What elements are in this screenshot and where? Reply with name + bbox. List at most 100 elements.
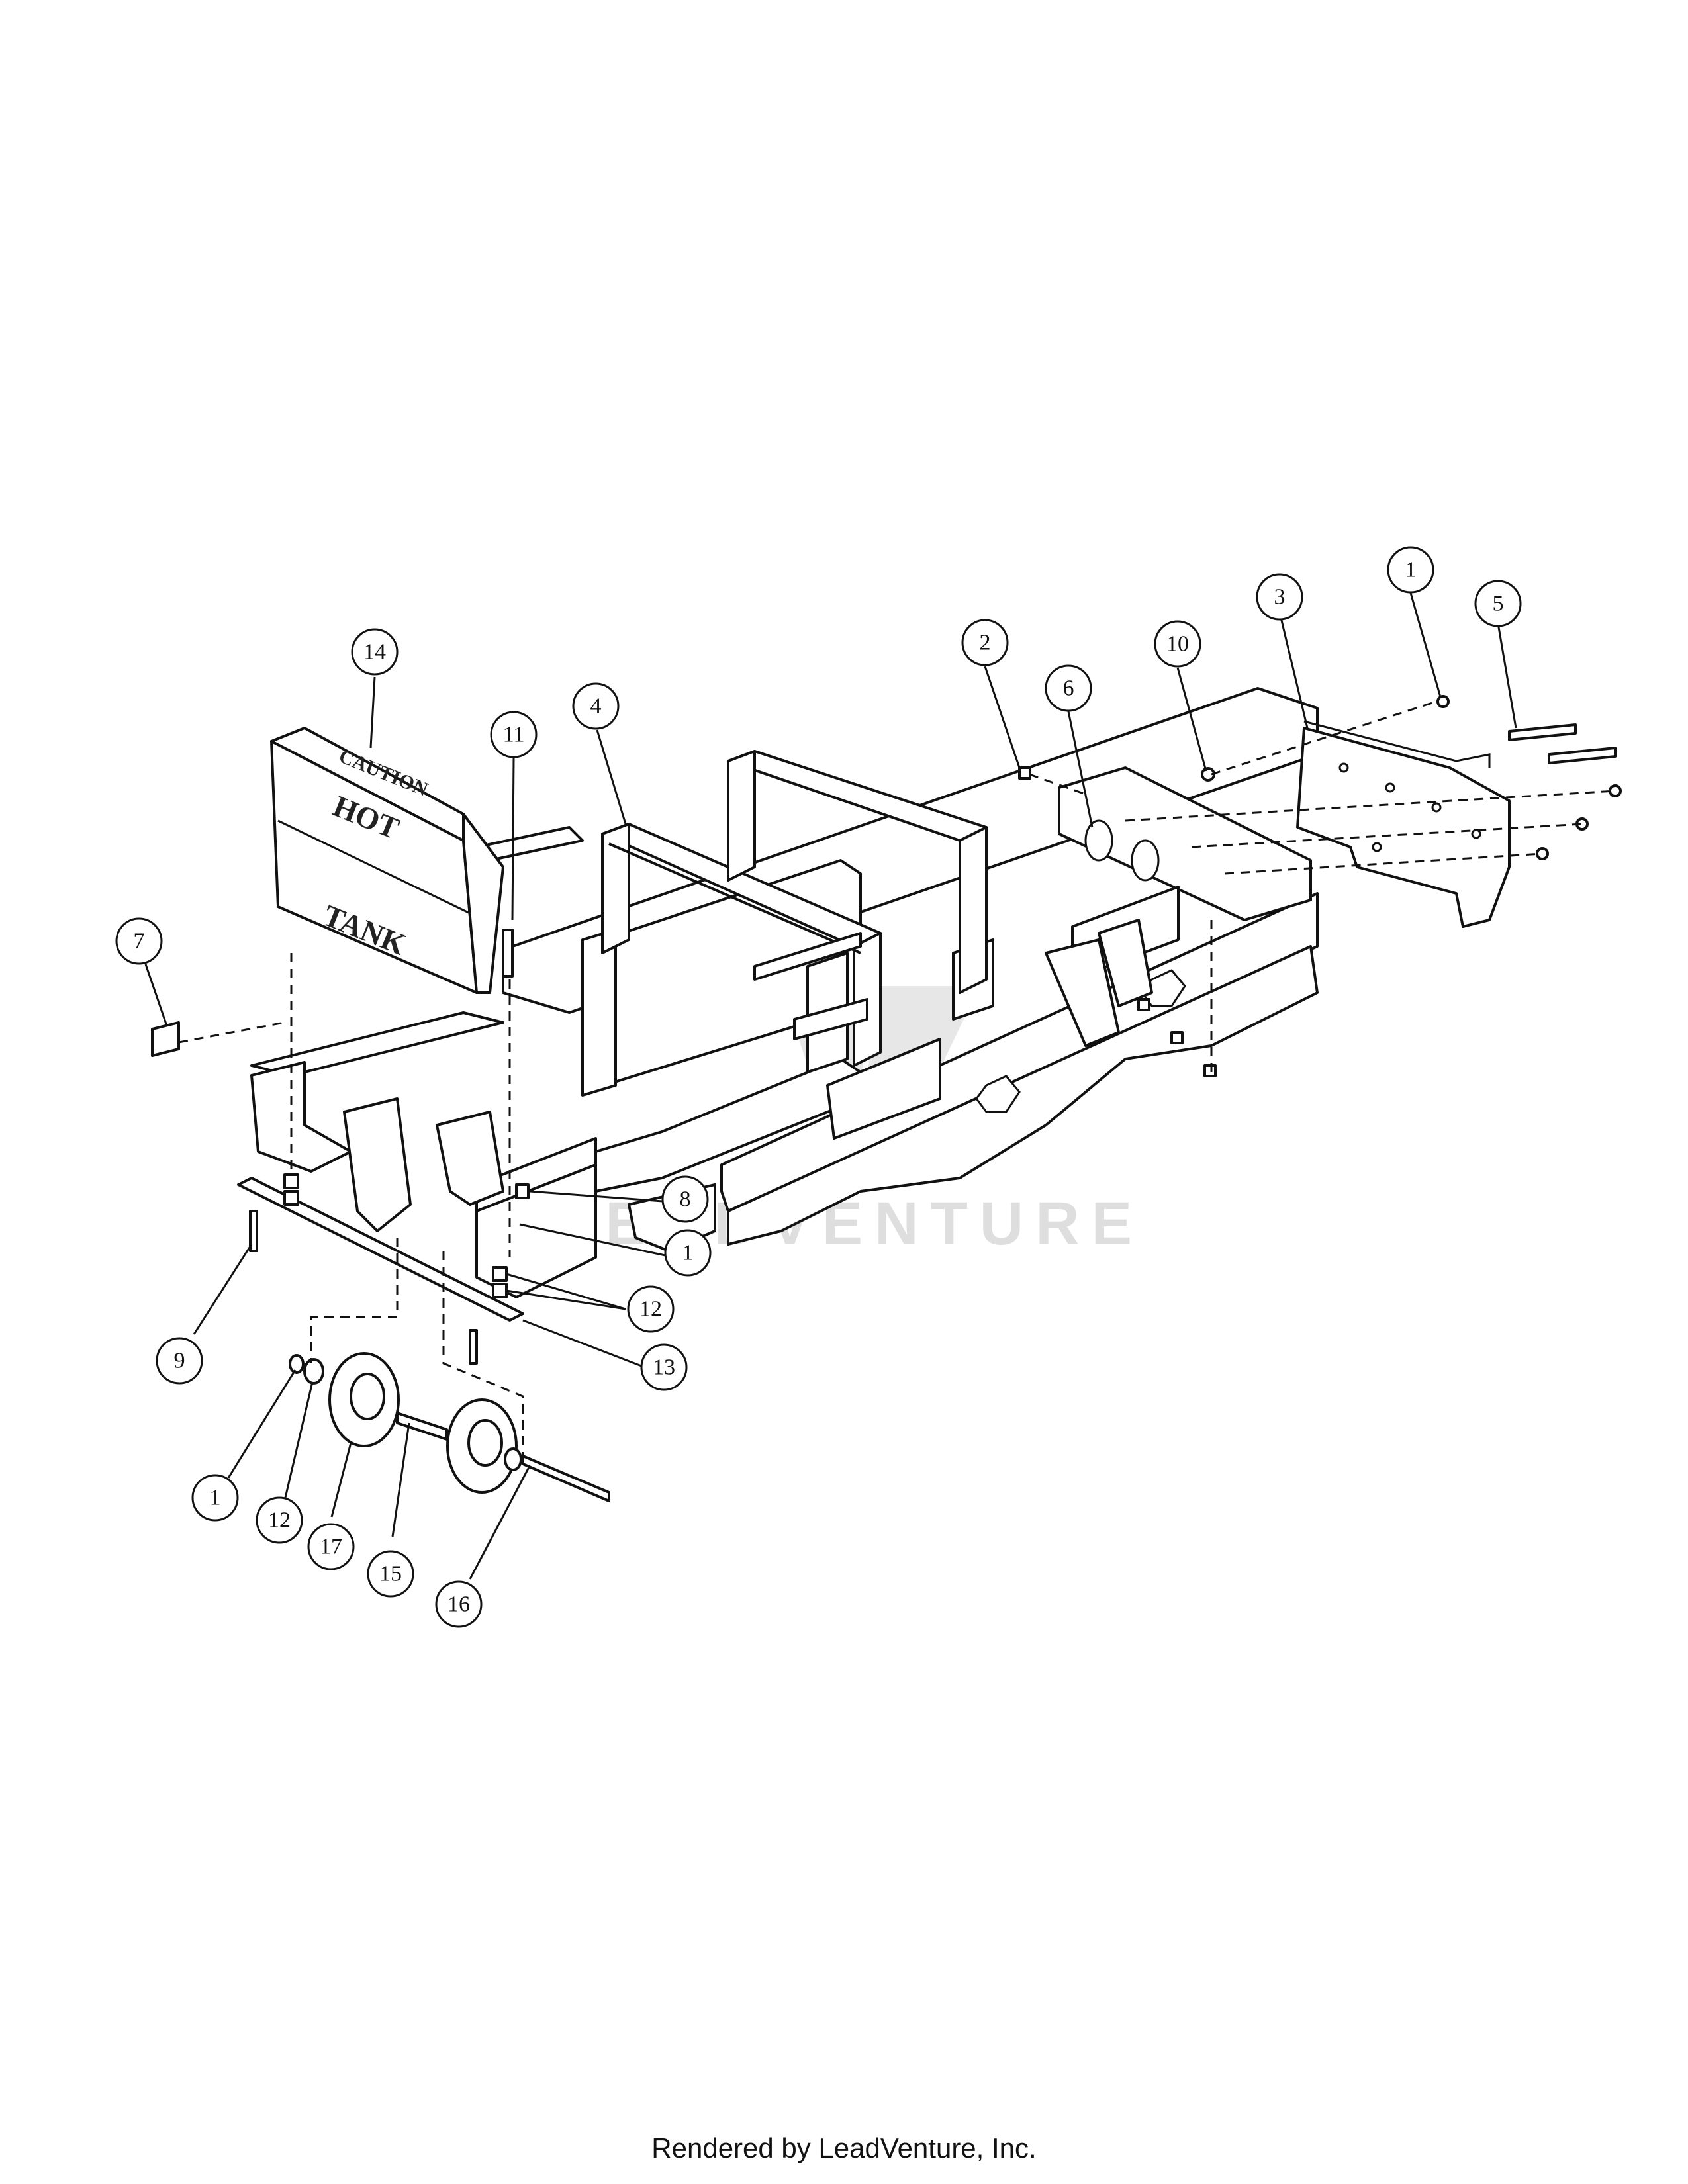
rear-hitch-assembly <box>1045 766 1312 1047</box>
hitch-frame <box>1058 766 1312 921</box>
seat-frame-inner-edge <box>608 842 861 954</box>
leader-8 <box>529 1190 663 1203</box>
leader-11 <box>511 758 515 921</box>
hex-nut <box>515 1183 530 1199</box>
callout-7: 7 <box>115 917 163 965</box>
seat-bracket-lower <box>793 998 868 1040</box>
center-upright <box>581 929 617 1097</box>
shield-crease <box>277 819 471 915</box>
hitch-hole <box>1131 839 1160 882</box>
tube-plug <box>151 1021 180 1057</box>
front-axle-bracket-left <box>250 1061 352 1173</box>
assembly-line <box>310 1238 399 1363</box>
svg-text:9: 9 <box>174 1349 185 1373</box>
leader-2 <box>984 666 1021 768</box>
plate-hole <box>1385 782 1395 793</box>
spacer <box>492 1283 508 1298</box>
leader-10 <box>1176 667 1207 772</box>
assembly-lines <box>178 700 1616 1456</box>
wheel-hub-left <box>350 1373 385 1420</box>
shield-side <box>462 813 504 994</box>
bolt <box>249 1210 258 1252</box>
callout-13: 13 <box>640 1343 688 1391</box>
leader-1-bottom <box>227 1369 297 1479</box>
lock-nut <box>1609 784 1622 797</box>
callout-12-mid: 12 <box>627 1285 675 1333</box>
callout-17: 17 <box>307 1523 355 1570</box>
carriage-bolt <box>1203 1064 1217 1077</box>
callout-1-bottom: 1 <box>191 1474 239 1522</box>
plate-hole <box>1471 829 1481 839</box>
svg-text:1: 1 <box>1405 558 1417 582</box>
svg-text:12: 12 <box>639 1297 662 1322</box>
rear-plate-flange <box>1303 720 1491 768</box>
leader-13 <box>522 1319 642 1367</box>
plate-hole <box>1372 842 1382 852</box>
part-3-rear-plate <box>1296 720 1511 928</box>
spacer <box>283 1190 299 1206</box>
leader-7 <box>144 964 168 1026</box>
callout-9: 9 <box>156 1337 203 1385</box>
assembly-line <box>1224 852 1543 875</box>
rear-arch-leg-right <box>959 826 988 994</box>
svg-text:12: 12 <box>268 1508 291 1533</box>
hex-cutout <box>975 1075 1021 1113</box>
axle-mount-right <box>436 1111 504 1206</box>
hitch-plate-right <box>1098 919 1153 1007</box>
svg-text:7: 7 <box>134 929 145 954</box>
wheel-hub-right <box>467 1419 503 1467</box>
leader-3 <box>1278 612 1309 729</box>
leader-6 <box>1067 711 1094 828</box>
front-axle-bracket-right <box>475 1163 597 1298</box>
nut <box>289 1354 305 1374</box>
svg-text:6: 6 <box>1063 676 1074 701</box>
carriage-bolt <box>1170 1031 1184 1044</box>
hitch-pin <box>1548 747 1617 764</box>
svg-text:14: 14 <box>363 640 386 664</box>
leader-14 <box>369 676 376 749</box>
axle-bolt <box>522 1455 610 1502</box>
rear-arch-leg-left <box>727 750 756 882</box>
svg-text:1: 1 <box>210 1486 221 1510</box>
shoulder-bolt <box>502 929 514 978</box>
leader-15 <box>391 1422 410 1537</box>
assembly-line <box>442 1251 524 1456</box>
leader-16 <box>469 1465 531 1580</box>
plate-hole <box>1338 762 1349 773</box>
svg-text:13: 13 <box>653 1355 675 1380</box>
frame-side-plate <box>727 945 1319 1246</box>
leader-4 <box>596 729 627 825</box>
part-17-caster-wheels <box>289 1352 610 1502</box>
spacer <box>492 1266 508 1282</box>
carriage-bolt <box>1018 766 1031 780</box>
callout-16: 16 <box>435 1580 483 1628</box>
leader-17 <box>330 1442 352 1518</box>
leader-5 <box>1497 623 1517 729</box>
washer <box>504 1447 522 1471</box>
seat-bracket-right <box>753 932 862 981</box>
callout-15: 15 <box>367 1550 414 1598</box>
callout-11: 11 <box>490 711 538 758</box>
callout-6: 6 <box>1045 664 1092 712</box>
hitch-plate-left <box>1045 938 1120 1047</box>
svg-text:5: 5 <box>1493 592 1504 616</box>
leader-lines <box>144 592 1517 1580</box>
leader-12c <box>284 1381 314 1498</box>
part-13-axle-bar <box>237 1177 524 1322</box>
footer-credit: Rendered by LeadVenture, Inc. <box>651 2132 1037 2163</box>
assembly-line <box>1125 790 1616 822</box>
hitch-hole <box>1084 819 1113 862</box>
washer <box>303 1358 324 1385</box>
callout-1-top: 1 <box>1387 546 1434 594</box>
lower-support <box>826 1038 941 1140</box>
callout-12-bottom: 12 <box>256 1496 303 1544</box>
svg-text:2: 2 <box>980 631 991 655</box>
axle-mount-left <box>343 1097 412 1232</box>
assembly-line <box>1029 773 1086 796</box>
leader-9 <box>193 1244 253 1335</box>
seat-frame-leg-left <box>601 823 630 954</box>
leader-12a <box>506 1273 626 1310</box>
callout-3: 3 <box>1256 573 1303 621</box>
spacer <box>283 1173 299 1189</box>
